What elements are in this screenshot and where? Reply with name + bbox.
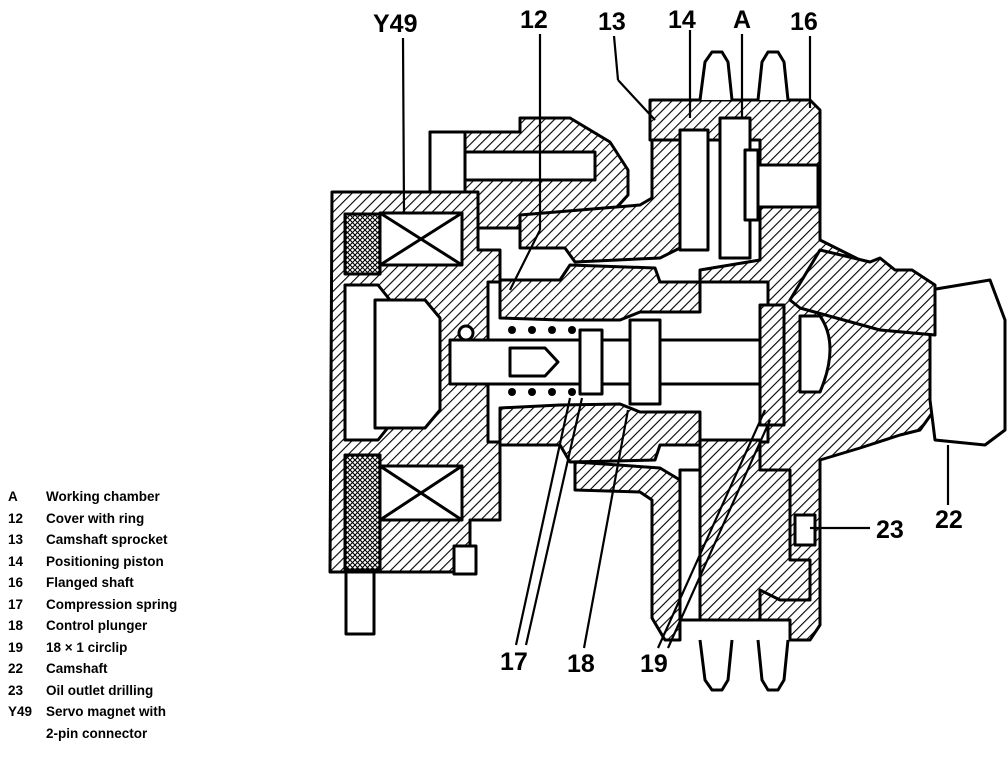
legend-text: Flanged shaft — [46, 575, 134, 590]
legend-item: A Working chamber — [8, 486, 238, 508]
legend-text: Compression spring — [46, 596, 178, 612]
oil-outlet-drilling — [793, 513, 817, 547]
legend-item: Y49 Servo magnet with — [8, 701, 238, 723]
camshaft — [928, 278, 1007, 447]
callout-a: A — [733, 6, 751, 34]
callout-18: 18 — [567, 650, 595, 678]
callout-16: 16 — [790, 8, 818, 36]
sprocket-tooth — [698, 639, 734, 692]
legend-item: 18 Control plunger — [8, 615, 238, 637]
plunger-land — [628, 318, 662, 406]
legend-key: 17 — [8, 596, 24, 612]
compression-spring — [508, 326, 576, 396]
legend-item: 22 Camshaft — [8, 658, 238, 680]
upper-coil-winding — [343, 212, 382, 276]
callout-22: 22 — [935, 506, 963, 534]
legend-item: 19 18 × 1 circlip — [8, 637, 238, 659]
legend-item: 12 Cover with ring — [8, 508, 238, 530]
legend-key: 22 — [8, 661, 24, 676]
legend-text: Control plunger — [46, 618, 148, 633]
legend-key: Y49 — [8, 704, 33, 719]
legend-item: 16 Flanged shaft — [8, 572, 238, 594]
ball-seal — [457, 324, 475, 342]
callout-y49: Y49 — [373, 10, 417, 38]
callout-13: 13 — [598, 8, 626, 36]
control-plunger — [448, 338, 772, 386]
shaft-end-cap — [798, 314, 832, 394]
plunger-housing-lower — [498, 402, 702, 464]
camshaft-spline — [788, 248, 937, 337]
legend-key: 13 — [8, 532, 24, 547]
hub-lower — [698, 438, 812, 622]
cover-bolt-head — [428, 130, 467, 194]
sprocket-tooth — [756, 50, 790, 101]
sprocket-tooth — [698, 50, 734, 101]
plunger-tip — [508, 346, 560, 378]
legend-key: 12 — [8, 510, 24, 526]
legend-key: 18 — [8, 618, 24, 633]
cover-bolt-shank — [463, 150, 597, 182]
flange-bolt — [756, 163, 820, 209]
legend-key: 16 — [8, 575, 24, 590]
upper-coil — [378, 211, 464, 267]
legend: A Working chamber 12 Cover with ring 13 … — [8, 486, 238, 744]
circlip — [758, 303, 786, 427]
legend-text: 18 × 1 circlip — [46, 639, 128, 655]
legend-text: Oil outlet drilling — [46, 682, 154, 698]
legend-key: A — [8, 489, 18, 504]
legend-key: 23 — [8, 682, 24, 698]
legend-continuation: 2-pin connector — [46, 725, 148, 741]
callout-23: 23 — [876, 516, 904, 544]
connector-pin — [344, 570, 376, 636]
legend-key: 14 — [8, 553, 24, 569]
legend-text: Camshaft — [46, 661, 108, 676]
legend-item: 13 Camshaft sprocket — [8, 529, 238, 551]
legend-text: Working chamber — [46, 489, 160, 504]
callout-12: 12 — [520, 6, 548, 34]
legend-item: 23 Oil outlet drilling — [8, 680, 238, 702]
legend-text: Cover with ring — [46, 510, 145, 526]
legend-text: Camshaft sprocket — [46, 532, 168, 547]
callout-14: 14 — [668, 6, 696, 34]
sprocket-tooth — [756, 639, 790, 692]
plunger-housing-upper — [498, 263, 702, 322]
leader-lines — [401, 30, 950, 649]
flange-bolt-cap — [743, 148, 760, 222]
legend-key: 19 — [8, 639, 24, 655]
legend-item: 14 Positioning piston — [8, 551, 238, 573]
callout-19: 19 — [640, 650, 668, 678]
legend-text: Servo magnet with — [46, 704, 167, 719]
lower-coil-winding — [343, 453, 382, 572]
callout-17: 17 — [500, 648, 528, 676]
camshaft-sprocket-lower — [573, 460, 682, 642]
connector-plug — [452, 544, 478, 576]
lower-coil — [378, 464, 464, 522]
armature-plate — [373, 298, 442, 430]
plunger-collar — [578, 328, 604, 396]
legend-item: 17 Compression spring — [8, 594, 238, 616]
legend-text: Positioning piston — [46, 553, 164, 569]
positioning-piston-slot — [678, 128, 710, 252]
